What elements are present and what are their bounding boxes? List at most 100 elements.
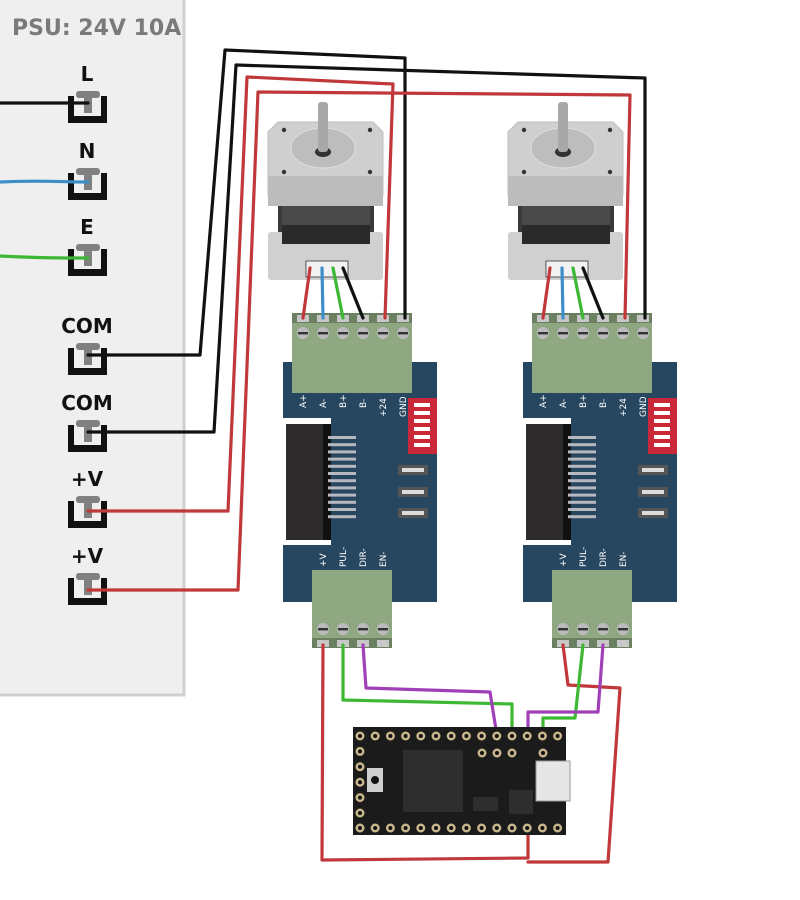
terminal-label: COM — [61, 391, 113, 415]
motor-terminal-block — [292, 313, 412, 393]
header-pin-hole — [358, 795, 362, 800]
motor-band — [522, 205, 610, 225]
mount-hole — [607, 169, 613, 175]
heatsink-fin — [568, 464, 596, 468]
header-pin-hole — [358, 826, 362, 830]
terminal-screw — [76, 168, 100, 175]
mount-hole — [521, 169, 527, 175]
blue-wire — [320, 266, 325, 320]
terminal-socket — [68, 578, 107, 605]
stepper-motor — [267, 102, 384, 280]
terminal-screw — [76, 573, 100, 580]
motor-band — [282, 205, 370, 225]
heatsink-fin — [568, 450, 596, 454]
header-pin-hole — [434, 826, 438, 830]
red-wire — [301, 266, 312, 320]
heatsink-fin — [328, 515, 356, 519]
pin-label: A+ — [299, 394, 309, 408]
heatsink-fin — [568, 493, 596, 497]
wires — [0, 48, 647, 864]
header-pin-hole — [479, 734, 484, 738]
terminal-screw-slot — [578, 628, 588, 631]
black-wire — [86, 63, 647, 434]
header-pin-hole — [358, 811, 362, 815]
pin-label: B- — [599, 399, 609, 408]
red-wire — [86, 75, 395, 513]
dip-switch-toggle — [654, 443, 670, 447]
motor-terminal-block — [532, 313, 652, 393]
dip-switch-toggle — [414, 411, 430, 415]
psu-title: PSU: 24V 10A — [12, 16, 181, 41]
dip-switch-toggle — [414, 419, 430, 423]
terminal-screw-slot — [358, 332, 368, 335]
header-pin-hole — [418, 826, 423, 830]
terminal-screw — [84, 500, 92, 518]
header-pin-hole — [418, 734, 423, 738]
heatsink-fin — [328, 500, 356, 504]
psu-terminal: +V — [68, 544, 107, 605]
chip — [473, 797, 498, 811]
header-pin-hole — [449, 734, 454, 738]
terminal-label: COM — [61, 314, 113, 338]
header-pin-hole — [540, 734, 545, 738]
dip-switch-toggle — [414, 443, 430, 447]
header-pin-hole — [555, 734, 560, 738]
heatsink-fin — [568, 500, 596, 504]
pin-label: B+ — [339, 394, 349, 408]
microcontroller-board — [353, 727, 571, 835]
heatsink-fin — [568, 515, 596, 519]
terminal-label: N — [79, 139, 96, 163]
pin-label: GND — [399, 396, 409, 417]
control-terminal-block — [312, 570, 392, 648]
purple-wire — [361, 643, 499, 738]
header-pin-hole — [434, 734, 438, 738]
status-led — [402, 468, 424, 472]
heatsink-fin — [568, 479, 596, 483]
dip-switch-toggle — [414, 427, 430, 431]
pin-label: A+ — [539, 394, 549, 408]
pin-label: PUL- — [579, 547, 589, 567]
motor-shaft — [558, 102, 568, 152]
motor-connector — [545, 260, 589, 278]
terminal-socket — [68, 501, 107, 528]
dip-switch-toggle — [654, 435, 670, 439]
dip-switch-toggle — [414, 435, 430, 439]
heatsink-fin — [328, 443, 356, 447]
dip-switch-toggle — [654, 411, 670, 415]
terminal-bottom — [552, 638, 632, 648]
pin-label: DIR- — [359, 548, 369, 567]
header-pin-hole — [388, 734, 393, 738]
header-pin-hole — [510, 826, 514, 830]
header-pin-hole — [464, 734, 469, 738]
blue-wire — [560, 266, 565, 320]
pin-label: +24 — [619, 398, 629, 417]
terminal-screw-slot — [338, 332, 348, 335]
header-pin-hole — [494, 826, 499, 830]
heatsink-fin — [568, 436, 596, 439]
header-pin-hole — [358, 734, 362, 738]
pin-label: PUL- — [339, 547, 349, 567]
pin-label: +V — [559, 552, 569, 567]
motor-shaft — [318, 102, 328, 152]
status-led — [642, 511, 664, 515]
terminal-screw-slot — [318, 332, 328, 335]
terminal-screw-slot — [378, 332, 388, 335]
heatsink-edge — [563, 424, 571, 540]
terminal-screw — [76, 420, 100, 427]
terminal-screw — [84, 577, 92, 595]
header-pin-hole — [525, 826, 530, 830]
heatsink-fin — [328, 479, 356, 483]
heatsink-fin — [328, 450, 356, 454]
pin-label: GND — [639, 396, 649, 417]
terminal-pin — [637, 315, 649, 322]
terminal-pin — [377, 640, 389, 647]
status-led — [402, 511, 424, 515]
header-pin-hole — [479, 826, 484, 830]
header-pin-hole — [358, 749, 362, 754]
header-pin-hole — [510, 751, 514, 755]
red-wire — [541, 266, 552, 320]
black-wire — [581, 266, 605, 320]
black-wire — [341, 266, 365, 320]
pin-label: B+ — [579, 394, 589, 408]
